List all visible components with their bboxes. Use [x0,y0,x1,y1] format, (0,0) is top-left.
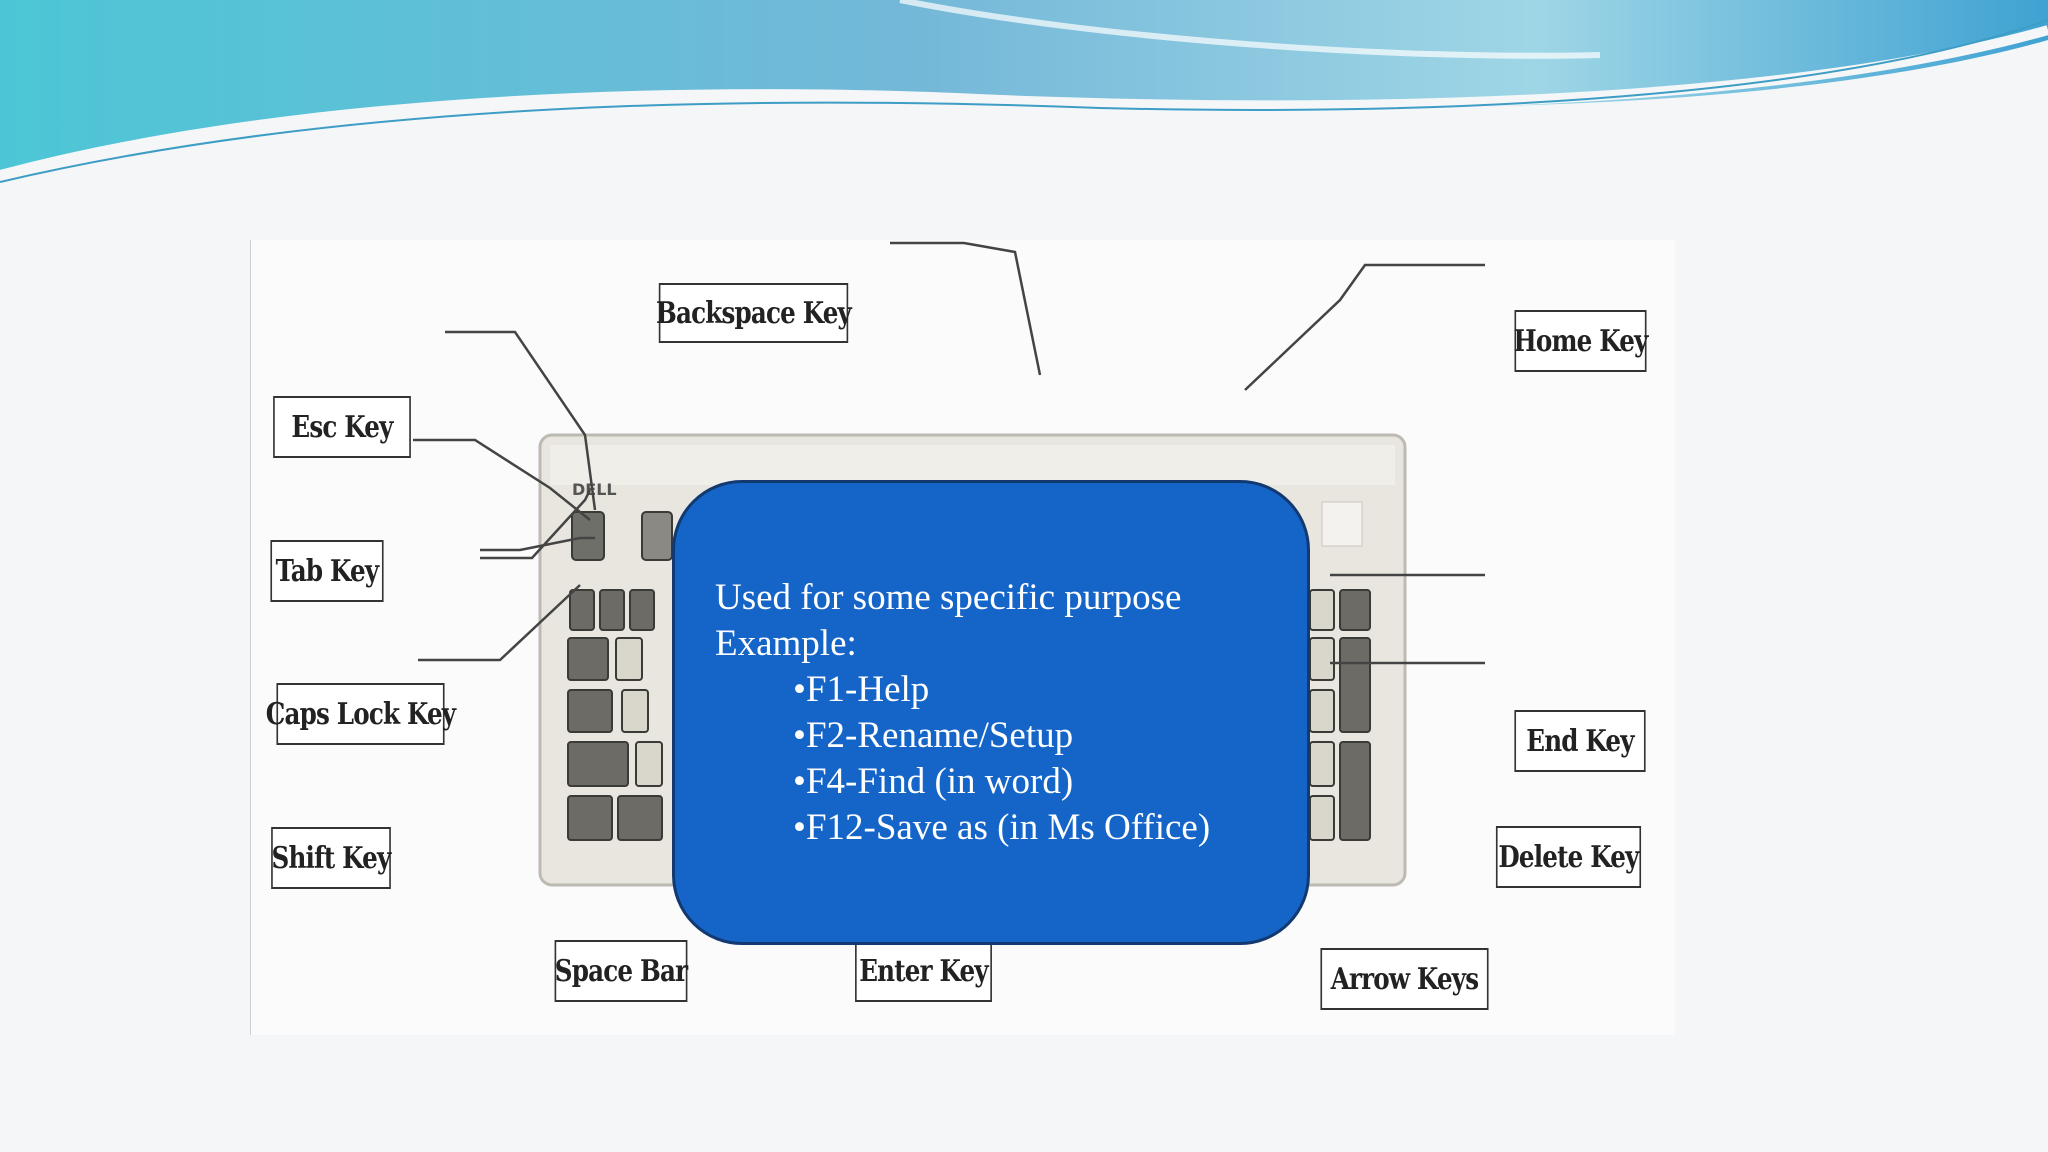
enter-key-label: Enter Key [855,940,992,1002]
callout-intro: Used for some specific purpose [715,577,1182,618]
shift-key-label: Shift Key [271,827,391,889]
callout-item-f1: •F1-Help [793,669,930,710]
dell-logo: DELL [572,480,617,499]
shift-key-shape [567,741,629,787]
callout-item-f2: •F2-Rename/Setup [793,715,1074,756]
tab-key-label: Tab Key [270,540,384,602]
delete-key-label: Delete Key [1495,826,1642,888]
callout-example-heading: Example: [715,623,857,664]
caps-lock-key-shape [567,689,613,733]
backspace-key-label: Backspace Key [656,283,852,343]
end-key-label: End Key [1514,710,1646,772]
function-keys-callout: Used for some specific purpose Example: … [672,480,1310,945]
esc-key-shape [571,511,605,561]
arrow-keys-label: Arrow Keys [1320,948,1489,1010]
callout-item-f12: •F12-Save as (in Ms Office) [793,807,1211,848]
caps-lock-key-label: Caps Lock Key [266,683,456,745]
esc-key-label: Esc Key [273,396,411,458]
home-key-label: Home Key [1513,310,1648,372]
space-bar-label: Space Bar [554,940,688,1002]
tab-key-shape [567,637,609,681]
callout-item-f4: •F4-Find (in word) [793,761,1074,802]
header-wave-banner [0,0,2048,183]
